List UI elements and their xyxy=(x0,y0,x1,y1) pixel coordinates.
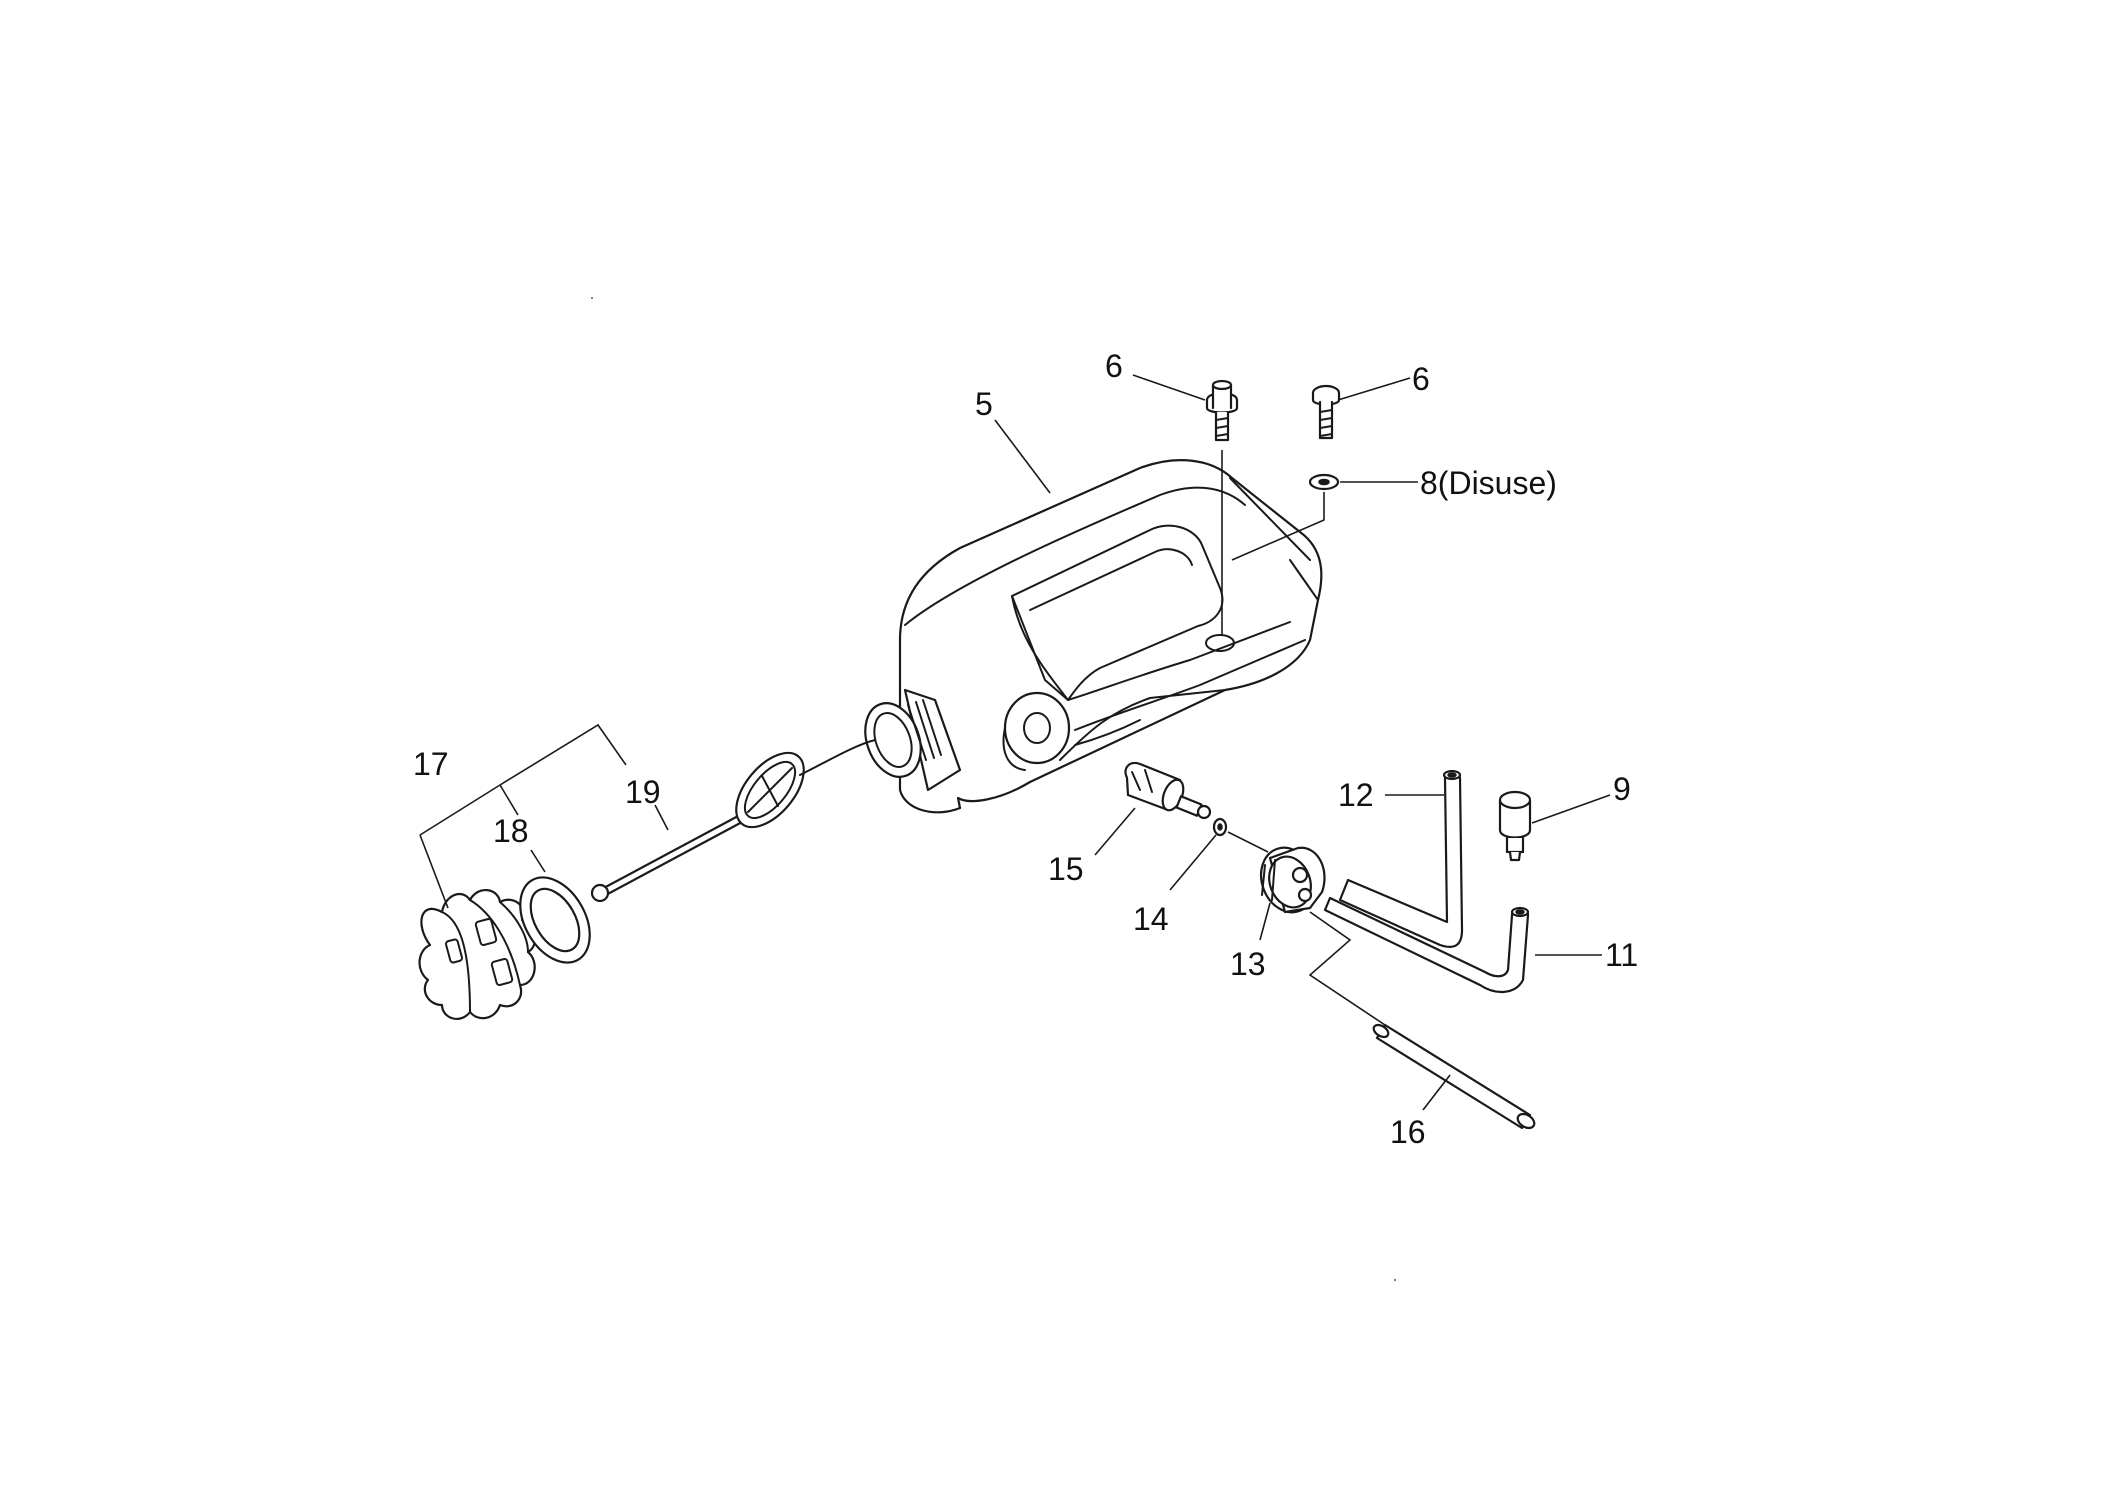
callout-12: 12 xyxy=(1338,777,1374,813)
callout-18: 18 xyxy=(493,813,529,849)
callout-11: 11 xyxy=(1605,937,1638,973)
fuel-tank[interactable] xyxy=(856,459,1323,814)
speck-dot xyxy=(591,297,593,299)
leader-lines xyxy=(419,374,1611,1111)
callout-6-left: 6 xyxy=(1105,348,1123,384)
washer-centerline xyxy=(1231,492,1325,561)
fuel-cock-axis xyxy=(1227,831,1269,853)
callout-9: 9 xyxy=(1613,771,1631,807)
bolt-left[interactable] xyxy=(1205,379,1239,442)
fuel-hose-16[interactable] xyxy=(1372,1023,1537,1131)
gasket-ring[interactable] xyxy=(506,865,604,975)
fuel-strainer-filter[interactable] xyxy=(1124,761,1212,820)
bolt-right[interactable] xyxy=(1311,384,1341,440)
callout-16: 16 xyxy=(1390,1114,1426,1150)
callout-15: 15 xyxy=(1048,851,1084,887)
fuel-cap[interactable] xyxy=(418,889,537,1021)
callout-8: 8(Disuse) xyxy=(1420,465,1557,501)
callout-17: 17 xyxy=(413,746,449,782)
fuel-cock[interactable] xyxy=(1252,840,1326,920)
speck-dot xyxy=(1394,1279,1396,1281)
washer[interactable] xyxy=(1308,473,1340,491)
strainer-with-chain[interactable] xyxy=(590,739,876,903)
callout-13: 13 xyxy=(1230,946,1266,982)
fuel-hose-12[interactable] xyxy=(1338,769,1464,948)
o-ring-small[interactable] xyxy=(1212,817,1228,837)
callout-6-right: 6 xyxy=(1412,361,1430,397)
callout-19: 19 xyxy=(625,774,661,810)
callout-5: 5 xyxy=(975,386,993,422)
callout-14: 14 xyxy=(1133,901,1169,937)
hose-fitting[interactable] xyxy=(1498,790,1532,862)
fuel-hose-11[interactable] xyxy=(1323,896,1530,993)
